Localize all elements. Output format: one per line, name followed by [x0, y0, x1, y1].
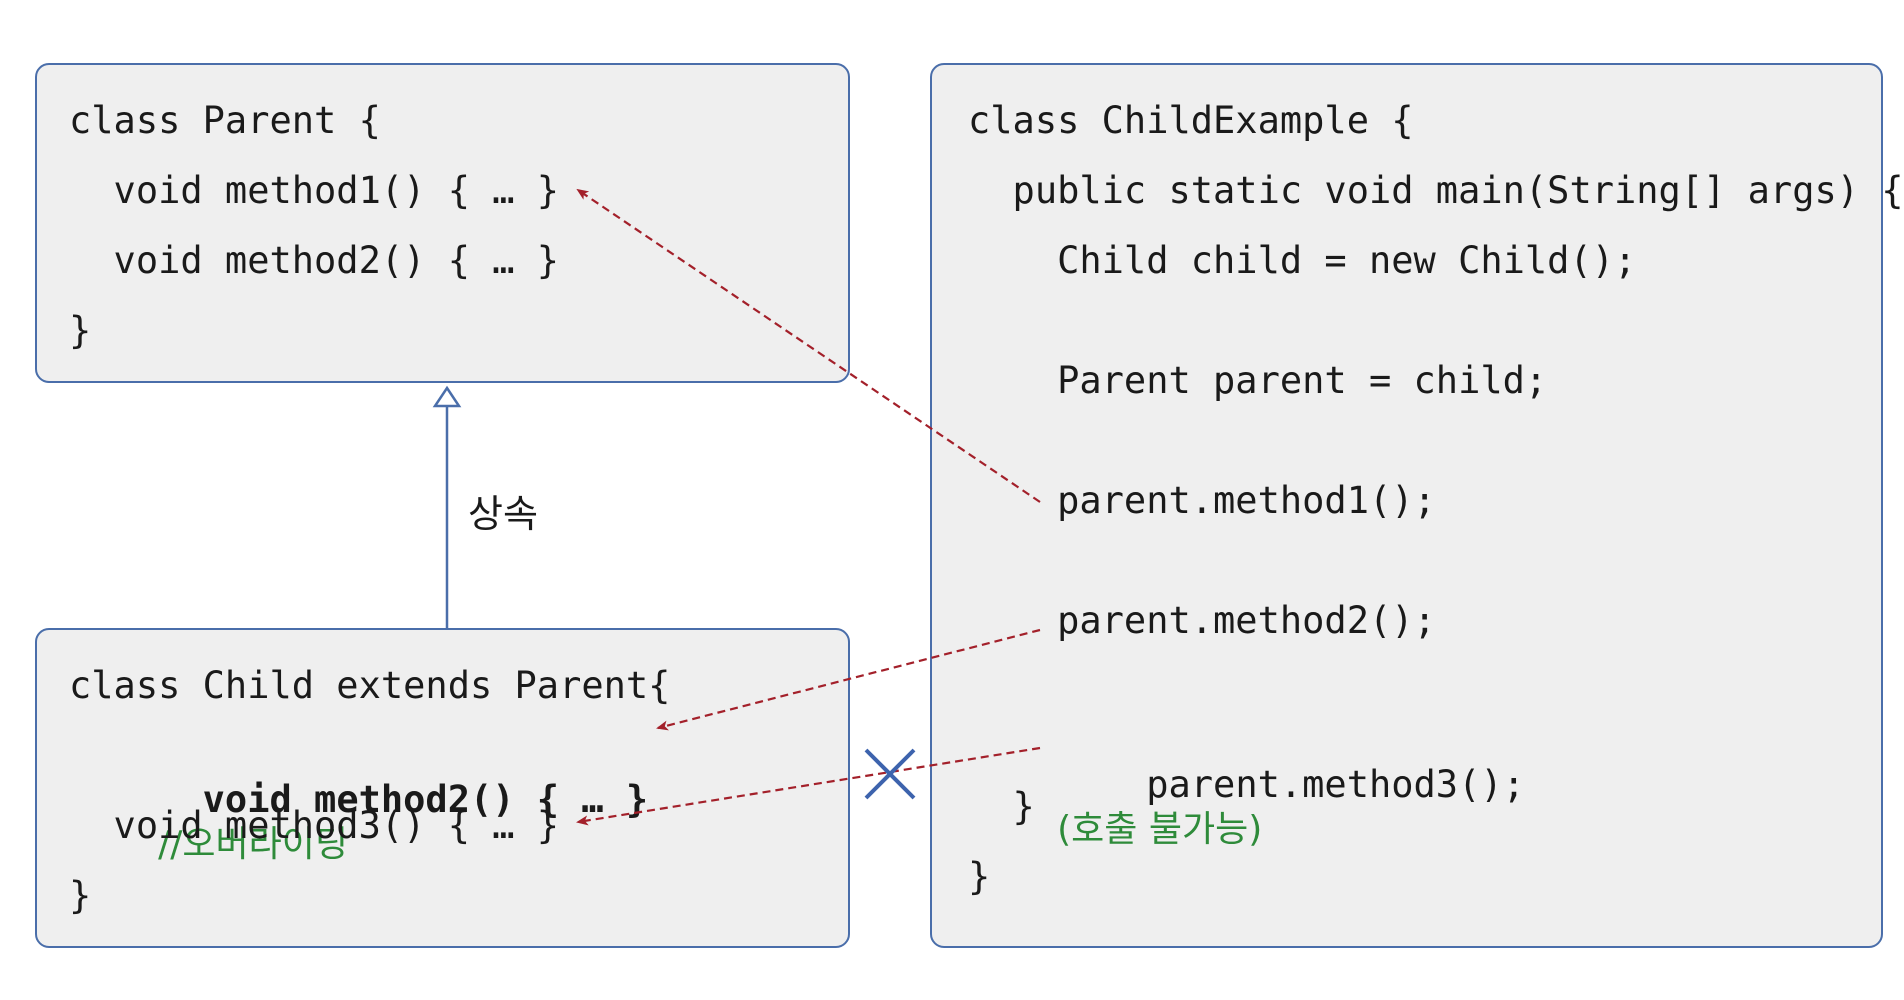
- inheritance-label: 상속: [468, 492, 538, 536]
- example-line-3: Child child = new Child();: [968, 239, 1637, 282]
- parent-class-line-3: void method2() { … }: [69, 239, 560, 282]
- child-class-line-1: class Child extends Parent{: [69, 664, 671, 707]
- parent-class-box: class Parent { void method1() { … } void…: [35, 63, 850, 383]
- example-line-9: }: [968, 855, 991, 898]
- example-line-5: parent.method1();: [968, 479, 1436, 522]
- example-line-8: }: [968, 785, 1035, 828]
- x-cross-icon: [864, 748, 916, 800]
- parent-class-line-4: }: [69, 309, 92, 352]
- child-class-box: class Child extends Parent{ void method2…: [35, 628, 850, 948]
- override-comment: //오버라이딩: [158, 824, 348, 865]
- hollow-triangle-arrow-icon: [432, 385, 462, 408]
- example-line-2: public static void main(String[] args) {: [968, 169, 1904, 212]
- method3-call: parent.method3();: [1057, 763, 1525, 806]
- not-callable-note: (호출 불가능): [1057, 809, 1263, 850]
- example-line-7: parent.method3(); (호출 불가능): [968, 719, 1525, 896]
- child-class-line-3: void method3() { … }: [69, 804, 560, 847]
- example-line-1: class ChildExample {: [968, 99, 1414, 142]
- example-line-4: Parent parent = child;: [968, 359, 1548, 402]
- example-line-6: parent.method2();: [968, 599, 1436, 642]
- parent-class-line-1: class Parent {: [69, 99, 381, 142]
- child-example-box: class ChildExample { public static void …: [930, 63, 1904, 948]
- parent-class-line-2: void method1() { … }: [69, 169, 560, 212]
- child-class-line-4: }: [69, 874, 92, 917]
